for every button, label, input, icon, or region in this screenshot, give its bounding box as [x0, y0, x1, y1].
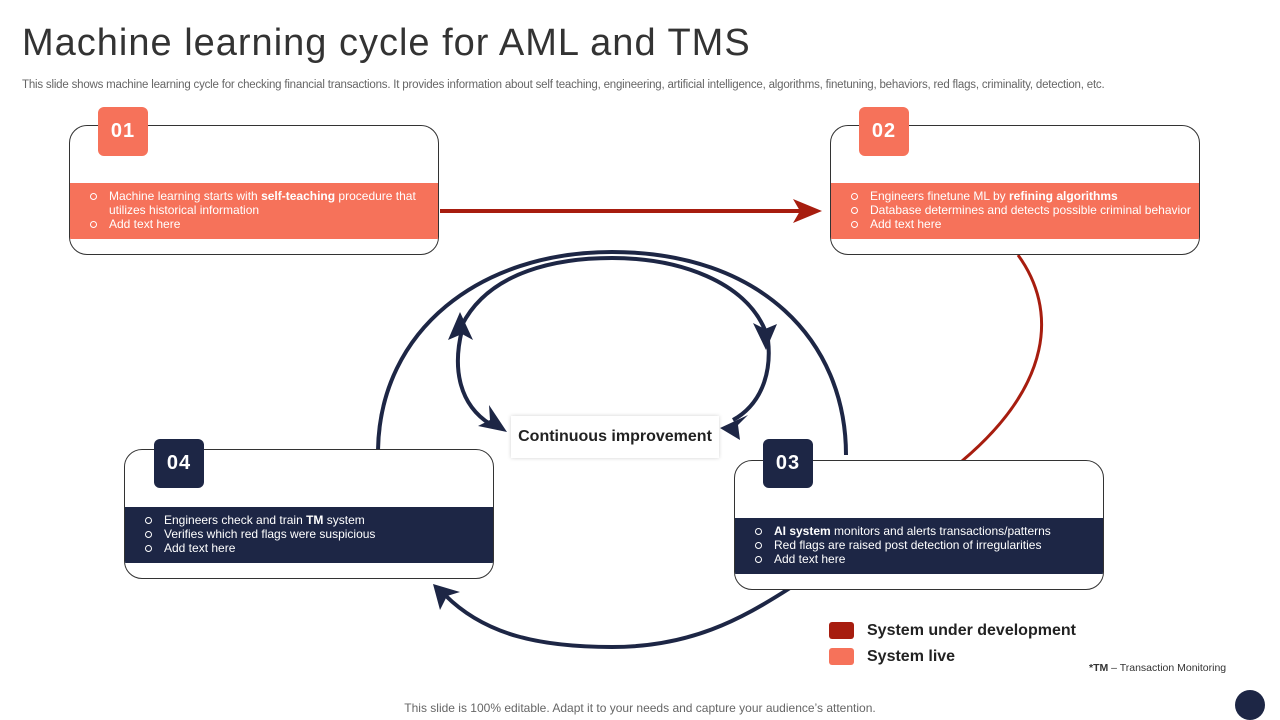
page-title: Machine learning cycle for AML and TMS — [22, 22, 751, 64]
step-01-bullet-1: Machine learning starts with self-teachi… — [90, 189, 432, 217]
step-02-bullet-1: Engineers finetune ML by refining algori… — [851, 189, 1193, 203]
step-01-bullets: Machine learning starts with self-teachi… — [90, 189, 432, 231]
footer-note: This slide is 100% editable. Adapt it to… — [404, 701, 876, 715]
step-04-text-band: Engineers check and train TM system Veri… — [125, 507, 493, 563]
step-03-bullet-2: Red flags are raised post detection of i… — [755, 538, 1097, 552]
inner-arrowhead-bottom-left — [478, 405, 507, 432]
step-03-text-band: AI system monitors and alerts transactio… — [735, 518, 1103, 574]
step-04-bullet-3: Add text here — [145, 541, 487, 555]
step-04-bullets: Engineers check and train TM system Veri… — [145, 513, 487, 555]
red-arrowhead — [793, 199, 822, 223]
outer-cycle-bottom-arc — [443, 586, 792, 650]
legend-swatch-live — [829, 648, 854, 665]
step-02-bullet-2: Database determines and detects possible… — [851, 203, 1193, 217]
step-04-badge: 04 — [154, 439, 204, 488]
step-02-bullet-3: Add text here — [851, 217, 1193, 231]
step-01-text-band: Machine learning starts with self-teachi… — [70, 183, 438, 239]
inner-arrowhead-top-right — [753, 323, 777, 350]
footnote: *TM – Transaction Monitoring — [1089, 662, 1227, 674]
step-01-bullet-2: Add text here — [90, 217, 432, 231]
step-01-badge: 01 — [98, 107, 148, 156]
step-02-badge: 02 — [859, 107, 909, 156]
page-subtitle: This slide shows machine learning cycle … — [22, 79, 1105, 91]
step-03-badge: 03 — [763, 439, 813, 488]
step-04-bullet-1: Engineers check and train TM system — [145, 513, 487, 527]
step-03-bullet-1: AI system monitors and alerts transactio… — [755, 524, 1097, 538]
step-03-bullet-3: Add text here — [755, 552, 1097, 566]
center-label: Continuous improvement — [511, 416, 719, 458]
inner-cycle-top-arc — [460, 255, 767, 331]
inner-cycle-right-arc — [731, 339, 771, 422]
inner-arrowhead-top-left — [448, 312, 473, 340]
legend-label-under-development: System under development — [867, 622, 1076, 639]
inner-cycle-left-arc — [455, 329, 492, 426]
legend-label-live: System live — [867, 648, 956, 665]
inner-arrowhead-bottom-right — [720, 415, 748, 440]
outer-cycle-arc — [376, 249, 848, 456]
step-04-bullet-2: Verifies which red flags were suspicious — [145, 527, 487, 541]
legend-swatch-under-development — [829, 622, 854, 639]
step-03-bullets: AI system monitors and alerts transactio… — [755, 524, 1097, 566]
outer-cycle-arrowhead — [433, 584, 460, 610]
step-02-text-band: Engineers finetune ML by refining algori… — [831, 183, 1199, 239]
step-card-04: Engineers check and train TM system Veri… — [124, 449, 494, 579]
corner-circle-icon — [1235, 690, 1265, 720]
red-connector-arc — [961, 254, 1043, 463]
step-02-bullets: Engineers finetune ML by refining algori… — [851, 189, 1193, 231]
